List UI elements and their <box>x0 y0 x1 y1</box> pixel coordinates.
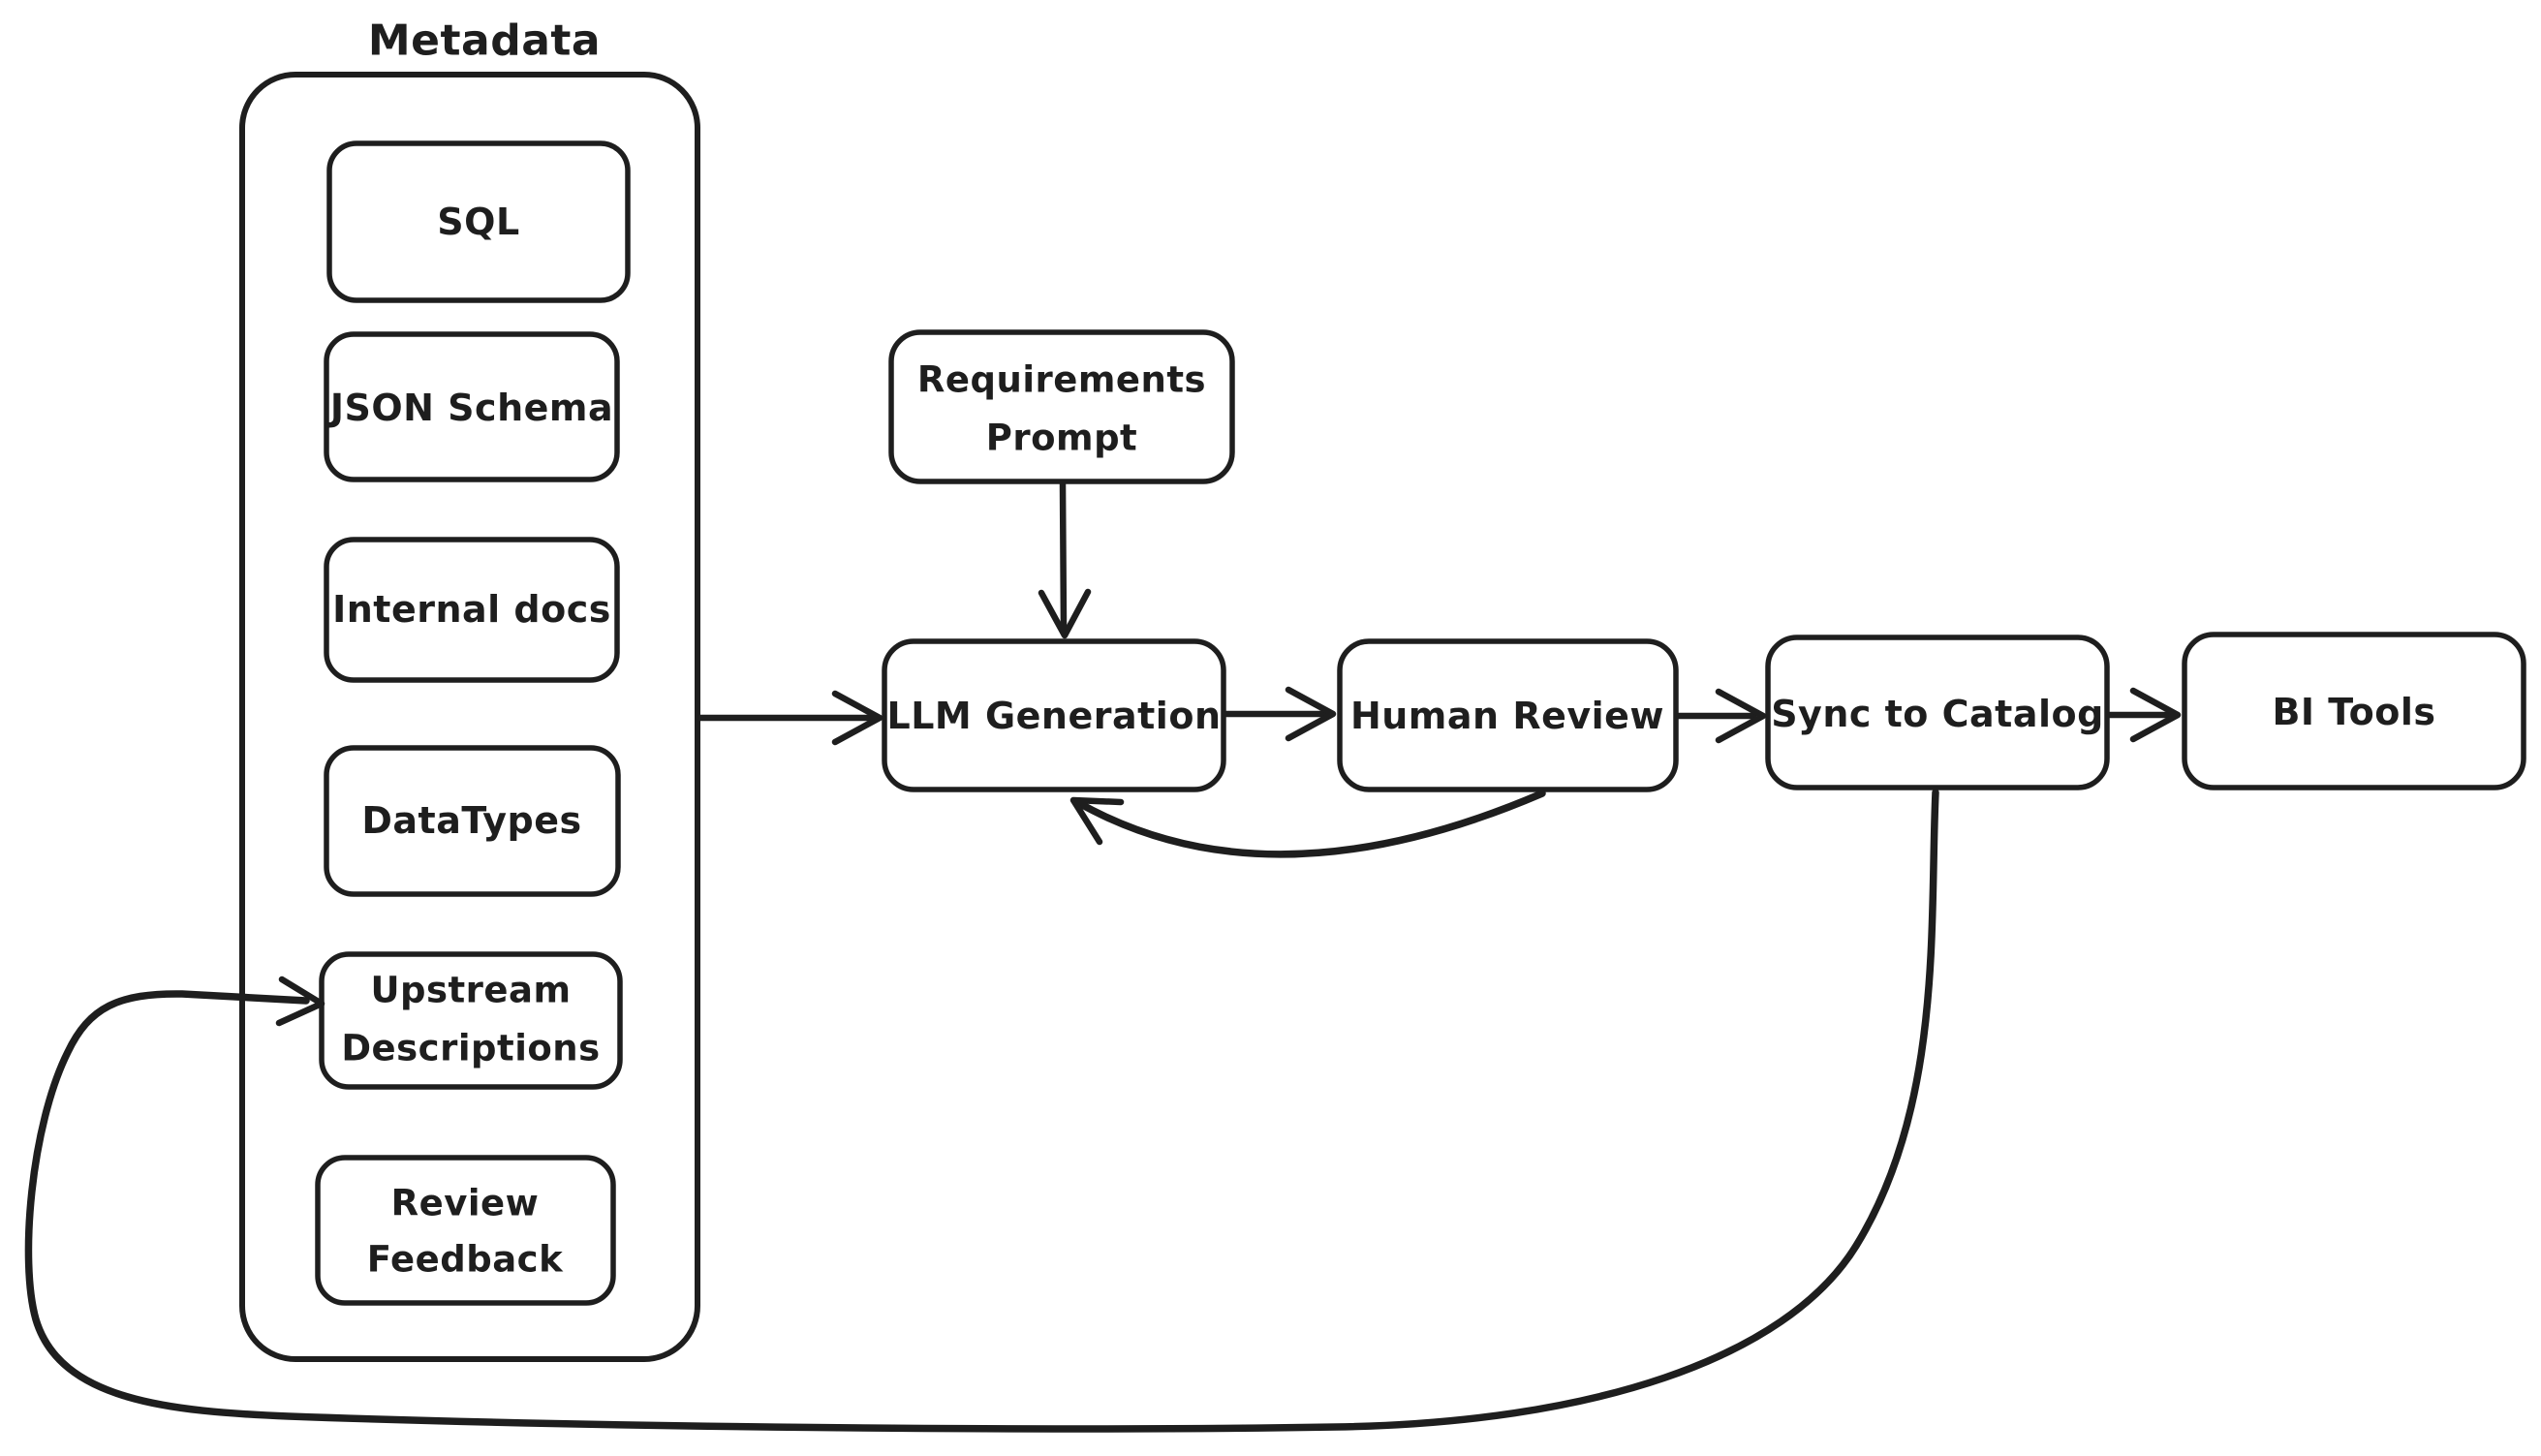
pipeline-nodes: Requirements Prompt LLM Generation Human… <box>882 329 2526 792</box>
bi-tools-box <box>2182 632 2526 790</box>
metadata-group-label: Metadata <box>368 16 601 66</box>
arrow-sync-to-upstream-feedback <box>24 789 1939 1433</box>
llm-generation-label: LLM Generation <box>887 695 1222 737</box>
requirements-prompt-box <box>888 329 1235 484</box>
arrow-requirements-to-llm <box>1059 480 1068 632</box>
arrow-sync-to-upstream-feedback-head <box>275 976 325 1027</box>
internal-docs-label: Internal docs <box>332 588 611 631</box>
arrow-metadata-to-llm-head <box>831 690 883 746</box>
sql-label: SQL <box>437 201 519 243</box>
arrow-human-review-to-llm-feedback-head <box>1069 796 1125 846</box>
arrow-human-review-to-sync-head <box>1715 688 1767 744</box>
edges <box>24 480 2182 1433</box>
arrow-requirements-to-llm-head <box>1038 588 1092 639</box>
arrow-human-review-to-llm-feedback <box>1073 790 1546 858</box>
llm-generation-box <box>882 638 1226 792</box>
upstream-descriptions-box <box>319 951 623 1090</box>
human-review-label: Human Review <box>1350 695 1664 737</box>
review-feedback-label-line1: Review <box>391 1183 540 1224</box>
metadata-items: SQL JSON Schema Internal docs DataTypes … <box>315 140 631 1306</box>
review-feedback-box <box>315 1155 616 1306</box>
bi-tools-label: BI Tools <box>2272 691 2435 733</box>
json-schema-label: JSON Schema <box>327 387 613 429</box>
arrow-llm-to-human-review-head <box>1285 686 1337 742</box>
arrow-sync-to-bi-tools-head <box>2129 687 2182 743</box>
upstream-descriptions-label-line1: Upstream <box>370 970 571 1011</box>
json-schema-box <box>324 331 620 482</box>
datatypes-box <box>324 745 621 897</box>
requirements-prompt-label-line1: Requirements <box>917 359 1206 401</box>
review-feedback-label-line2: Feedback <box>367 1239 564 1281</box>
sync-to-catalog-label: Sync to Catalog <box>1771 693 2104 735</box>
upstream-descriptions-label-line2: Descriptions <box>341 1028 600 1069</box>
requirements-prompt-label-line2: Prompt <box>986 418 1138 459</box>
sql-box <box>326 140 631 303</box>
datatypes-label: DataTypes <box>361 799 581 842</box>
sync-to-catalog-box <box>1765 635 2110 790</box>
internal-docs-box <box>324 537 620 683</box>
